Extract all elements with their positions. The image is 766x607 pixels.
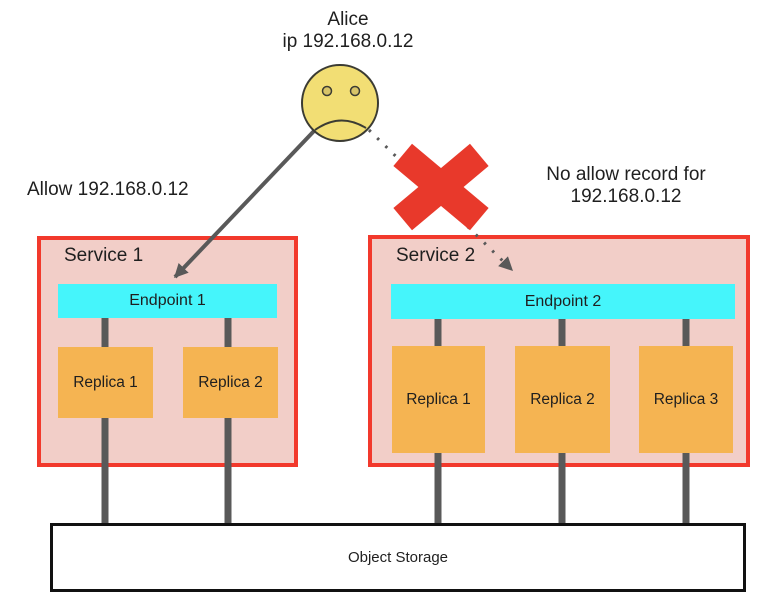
service1-replica1-box: Replica 1 [58,347,153,418]
service2-replica2-box: Replica 2 [515,346,610,453]
endpoint2-bar: Endpoint 2 [391,284,735,319]
service2-replica3-box: Replica 3 [639,346,733,453]
no-allow-annotation: No allow record for 192.168.0.12 [520,164,732,209]
frown-mouth [314,119,367,131]
endpoint1-bar: Endpoint 1 [58,284,277,318]
endpoint2-label: Endpoint 2 [524,292,602,310]
alice-name: Alice [327,9,369,30]
service1-title: Service 1 [64,245,144,266]
replica-label: Replica 1 [73,373,138,391]
service2-title: Service 2 [396,245,476,266]
sad-face-icon [301,64,379,142]
replica-label: Replica 1 [406,390,471,408]
object-storage-box: Object Storage [50,523,746,592]
alice-label: Alice ip 192.168.0.12 [248,9,448,54]
alice-ip: ip 192.168.0.12 [282,31,414,53]
object-storage-label: Object Storage [347,549,449,566]
allow-annotation: Allow 192.168.0.12 [27,179,189,200]
replica-label: Replica 2 [530,390,595,408]
red-cross-icon [393,143,489,231]
no-allow-line2: 192.168.0.12 [570,186,682,208]
right-eye [349,85,361,97]
left-eye [321,85,333,97]
replica-label: Replica 2 [198,373,263,391]
service1-replica2-box: Replica 2 [183,347,278,418]
replica-label: Replica 3 [653,390,719,408]
no-allow-line1: No allow record for [546,164,706,185]
service2-replica1-box: Replica 1 [392,346,485,453]
endpoint1-label: Endpoint 1 [129,292,206,309]
